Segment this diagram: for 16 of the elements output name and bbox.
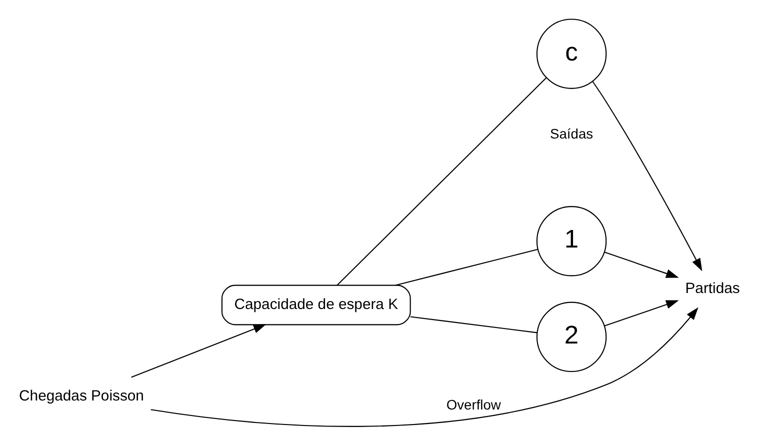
edge-label: Overflow (446, 396, 501, 413)
node-circle: 2 (536, 302, 607, 372)
node-box: Capacidade de espera K (221, 284, 411, 326)
connector (410, 316, 538, 334)
arrow (604, 252, 679, 278)
node-circle: c (536, 18, 607, 89)
node-text: Chegadas Poisson (19, 388, 144, 404)
node-circle: 1 (536, 206, 607, 276)
label: Saídas (550, 125, 594, 142)
arrow (604, 300, 679, 326)
connector (336, 77, 547, 286)
connector (395, 248, 538, 286)
arrow (592, 81, 702, 272)
node-text: Partidas (685, 280, 740, 297)
arrow (150, 307, 698, 427)
arrow (131, 324, 266, 378)
